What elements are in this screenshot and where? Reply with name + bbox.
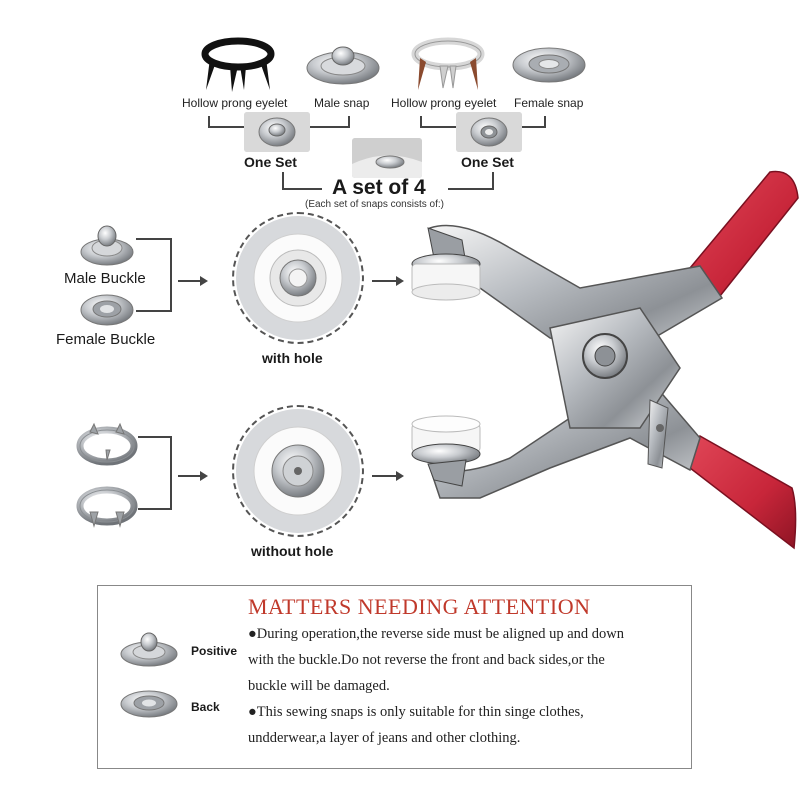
- notice-line-3: buckle will be damaged.: [248, 678, 390, 694]
- one-set-label-left: One Set: [244, 154, 297, 170]
- back-snap-icon: [120, 690, 178, 718]
- attention-panel: MATTERS NEEDING ATTENTION Positive Back …: [97, 585, 692, 769]
- notice-line-2: with the buckle.Do not reverse the front…: [248, 652, 605, 668]
- snap-pliers-illustration: [411, 170, 799, 550]
- zoom-with-hole: [232, 212, 364, 344]
- female-buckle-label: Female Buckle: [56, 331, 156, 348]
- set-of-4-title: A set of 4: [332, 176, 426, 199]
- notice-line-4: ●This sewing snaps is only suitable for …: [248, 704, 584, 720]
- positive-label: Positive: [191, 644, 238, 658]
- one-set-label-right: One Set: [461, 154, 514, 170]
- male-buckle-label: Male Buckle: [64, 270, 146, 287]
- positive-snap-icon: [120, 632, 178, 667]
- female-snap-icon: [512, 47, 586, 83]
- one-set-photo-right: [456, 112, 522, 152]
- without-hole-label: without hole: [251, 543, 334, 559]
- label-female-snap: Female snap: [514, 96, 584, 110]
- male-buckle-icon: [80, 225, 134, 266]
- prong-ring-bottom-icon: [76, 486, 138, 528]
- with-hole-label: with hole: [262, 350, 323, 366]
- back-label: Back: [191, 700, 220, 714]
- prong-ring-top-icon: [76, 422, 138, 466]
- zoom-without-hole: [232, 405, 364, 537]
- set-photo-center: [352, 138, 422, 178]
- notice-line-1: ●During operation,the reverse side must …: [248, 626, 624, 642]
- label-hollow-prong-eyelet-1: Hollow prong eyelet: [182, 96, 288, 110]
- label-male-snap: Male snap: [314, 96, 370, 110]
- attention-title: MATTERS NEEDING ATTENTION: [248, 594, 591, 619]
- black-prong-eyelet-icon: [201, 37, 275, 92]
- label-hollow-prong-eyelet-2: Hollow prong eyelet: [391, 96, 497, 110]
- female-buckle-icon: [80, 294, 134, 326]
- notice-line-5: undderwear,a layer of jeans and other cl…: [248, 730, 521, 746]
- set-caption: (Each set of snaps consists of:): [305, 199, 444, 210]
- one-set-photo-left: [244, 112, 310, 152]
- male-snap-icon: [306, 46, 380, 85]
- white-prong-eyelet-icon: [411, 37, 485, 90]
